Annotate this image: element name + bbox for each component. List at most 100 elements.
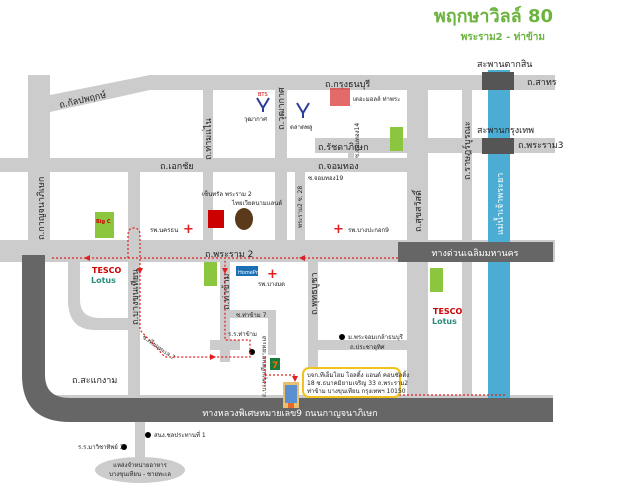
road-thakham [220, 262, 230, 362]
route-west-loop [127, 227, 251, 358]
label-market1: แหล่งจำหน่ายอาหาร [113, 462, 168, 469]
label-sathon: ถ.สาทร [527, 78, 557, 88]
arrow-icon [292, 376, 298, 382]
arrow-icon [210, 354, 216, 360]
arrow-icon [84, 255, 90, 261]
road-krungthonburi [50, 75, 555, 112]
expressway-chaloem [398, 242, 553, 262]
lotus-icon: Lotus [91, 276, 116, 285]
road-thakham-soi7 [230, 310, 268, 318]
bridge-krungthep [482, 138, 514, 154]
label-hosp-bangmod: รพ.บางมด [258, 281, 285, 288]
seven-eleven-icon [270, 358, 280, 370]
label-the-mall: เดอะมอลล์ ท่าพระ [353, 95, 400, 103]
bts-wutthakat: BTS วุฒากาศ [244, 92, 270, 123]
label-thaiwiset: ไทยเวียดนามแลนด์ [231, 199, 282, 207]
highway9 [22, 255, 553, 422]
river-label: แม่น้ำเจ้าพระยา [493, 173, 506, 235]
hospital-cross-icon: + [183, 222, 194, 237]
expressway-label: ทางด่วนเฉลิมมหานคร [431, 248, 518, 259]
lotus-icon: Lotus [432, 317, 457, 326]
hospital-cross-icon: + [267, 267, 278, 282]
label-pracha-uthit: ถ.ประชาอุทิศ [350, 344, 385, 351]
label-bts-wutthakat: วุฒากาศ [244, 116, 267, 123]
label-bkt-chaitalay: ถ.บางขุนเทียนชายทะเล [260, 335, 268, 397]
label-hosp-bangpakok: รพ.บางปะกอก9 [348, 227, 389, 234]
market-area [95, 457, 185, 483]
road-samaedam-loop [68, 262, 128, 330]
tesco-icon: TESCO [92, 266, 122, 275]
label-thakham: ถ.ท่าข้าม [221, 273, 232, 310]
label-phutthabucha: ถ.พุทธบูชา [310, 272, 320, 315]
homepro-logo-icon [236, 266, 258, 276]
thaiwiset-logo-icon [235, 208, 253, 230]
bts-icon: BTS [258, 92, 268, 98]
bridge-taksin [482, 72, 514, 90]
bts-talatphlu: ตลาดพลู [290, 102, 313, 131]
road-phutthabucha [308, 262, 318, 397]
road-ekkachai [0, 158, 408, 172]
label-ratburana: ถ.ราษฎร์บูรณะ [461, 121, 473, 180]
central-logo-icon [208, 210, 224, 228]
bts-logo-icon [256, 97, 270, 112]
road-pracha-uthit [318, 340, 408, 350]
school-dot-icon [249, 349, 255, 355]
address-line-3: ท่าข้าม บางขุนเทียน กรุงเทพฯ 10150 [307, 387, 406, 395]
label-school2: ร.ร.มาวิชาทิพย์ 3 [78, 443, 124, 451]
label-rama2: ถ.พระราม 2 [205, 250, 253, 260]
seven-eleven-label: 7 [272, 361, 278, 371]
label-samaedam: ถ.สะแกงาม [72, 376, 117, 386]
road-bangkhunthian [128, 170, 140, 395]
label-kanchanaphisek: ถ.กาญจนาภิเษก [36, 177, 47, 240]
road-soi [348, 152, 354, 160]
bigc-icon [204, 262, 217, 286]
bridge-label-krungthep: สะพานกรุงเทพ [477, 126, 534, 136]
map-title: พฤกษาวิลล์ 80 [434, 5, 553, 27]
label-thanaen: ถ.ท่ามแ่ไน [201, 118, 214, 160]
bigc-icon [95, 212, 114, 238]
label-thakham-soi7: ซ.ท่าข้าม 7 [236, 312, 267, 319]
university-dot-icon [339, 334, 345, 340]
hospital-cross-icon: + [333, 222, 344, 237]
arrow-icon [299, 255, 305, 261]
label-krungthonburi: ถ.กรุงธนบุรี [325, 79, 370, 90]
label-office: สนง.ชลประทานที่ 1 [154, 431, 206, 439]
label-chomthong: ถ.จอมทอง [318, 162, 359, 172]
label-hosp-nakhon: รพ.นครธน [150, 227, 178, 234]
map-subtitle: พระราม2 - ท่าข้าม [461, 31, 545, 43]
label-suksawat: ถ.สุขสวัสดิ์ [411, 189, 424, 232]
arrow-icon [137, 268, 143, 274]
label-bangkhunthian: ถ.บางขุนเทียน [130, 269, 141, 325]
label-market2: บางขุนเทียน - ชายทะเล [109, 470, 171, 478]
label-rama2-soi28: พระราม2 ซ. 28 [297, 186, 304, 228]
bigc-icon [430, 268, 443, 292]
road-soi-link [268, 310, 276, 355]
address-box [302, 367, 401, 398]
address-line-2: 18 ซ.ธนาคมิยามเจริญ 33 ถ.พระราม2 [307, 380, 408, 387]
label-ekkachai: ถ.เอกชัย [160, 162, 194, 172]
label-chomthong-soi19: ซ.จอมทอง19 [308, 175, 343, 182]
bigc-label: Big C [96, 219, 111, 225]
road-south [135, 420, 145, 465]
road-soi-stub [210, 340, 240, 350]
label-rama3: ถ.พระราม3 [518, 141, 563, 151]
homepro-label: HomePro [238, 270, 261, 276]
bigc-icon [390, 127, 403, 151]
address-line-1: บจก.ทีเอ็มโฮม โฮลดิ้ง แอนด์ คอนซัลติ้ง [307, 369, 409, 379]
bts-logo-icon [296, 102, 310, 118]
label-ratchadaphisek: ถ.รัชดาภิเษก [318, 142, 369, 153]
road-rama2-soi28 [295, 170, 305, 242]
label-central: เซ็นทรัล พระราม 2 [202, 189, 252, 198]
destination-building-icon [283, 382, 299, 408]
label-bts-talatphlu: ตลาดพลู [290, 124, 313, 131]
label-wutthakat: ถ.วุฒากาศ [277, 87, 287, 130]
the-mall-logo-icon [330, 88, 350, 106]
label-school-thakham: ร.ร.ท่าข้าม [228, 331, 257, 338]
tesco-icon: TESCO [433, 307, 463, 316]
office-dot-icon [145, 432, 151, 438]
label-university: ม.พระจอมเกล้าธนบุรี [348, 333, 404, 341]
bridge-label-taksin: สะพานตากสิน [477, 59, 532, 70]
school-dot-icon [121, 444, 127, 450]
label-chomthong-soi14: ซ.จอมทอง14 [354, 123, 361, 158]
